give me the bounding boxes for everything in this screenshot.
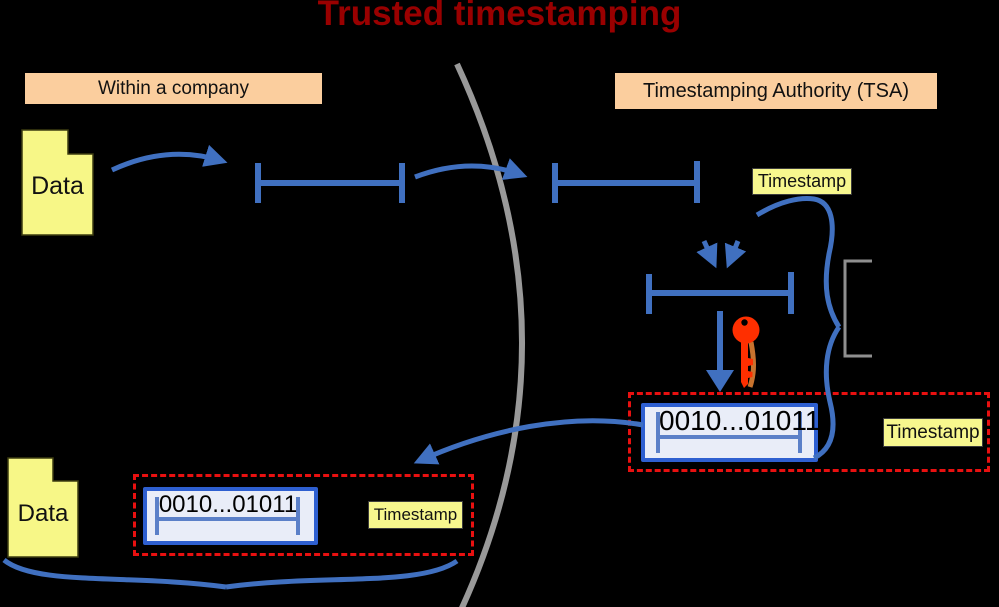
data-file-label-bottom: Data xyxy=(17,500,69,527)
hash-mark-tsa-combined xyxy=(646,272,794,314)
under-brace-left xyxy=(2,557,227,590)
timestamp-label-tsa-box: Timestamp xyxy=(883,418,983,447)
data-file-label-top: Data xyxy=(31,172,84,200)
arrow-hash-down-left xyxy=(696,239,718,269)
section-label-company: Within a company xyxy=(25,73,322,104)
timestamp-label-top: Timestamp xyxy=(752,168,852,195)
hash-value-tsa: 0010...01011 xyxy=(659,405,821,436)
gray-bracket xyxy=(843,259,872,358)
section-label-tsa: Timestamping Authority (TSA) xyxy=(615,73,937,109)
company-hash-box xyxy=(143,487,318,545)
tsa-hash-box xyxy=(641,403,818,462)
arrow-return-to-company xyxy=(413,418,644,465)
key-icon xyxy=(732,316,760,388)
hash-value-company: 0010...01011 xyxy=(158,491,298,518)
under-brace-right xyxy=(225,558,459,590)
brace-vertical-top xyxy=(755,196,842,329)
page-title: Trusted timestamping xyxy=(317,0,682,33)
hash-mark-company xyxy=(255,163,405,203)
hash-mark-tsa-received xyxy=(552,161,700,203)
arrow-sign-down-head xyxy=(706,370,734,392)
timestamp-label-company-box: Timestamp xyxy=(368,501,463,529)
arrow-timestamp-down-right xyxy=(724,240,747,269)
arrow-hash-to-tsa xyxy=(414,158,528,180)
arrow-data-to-hash xyxy=(110,144,228,173)
